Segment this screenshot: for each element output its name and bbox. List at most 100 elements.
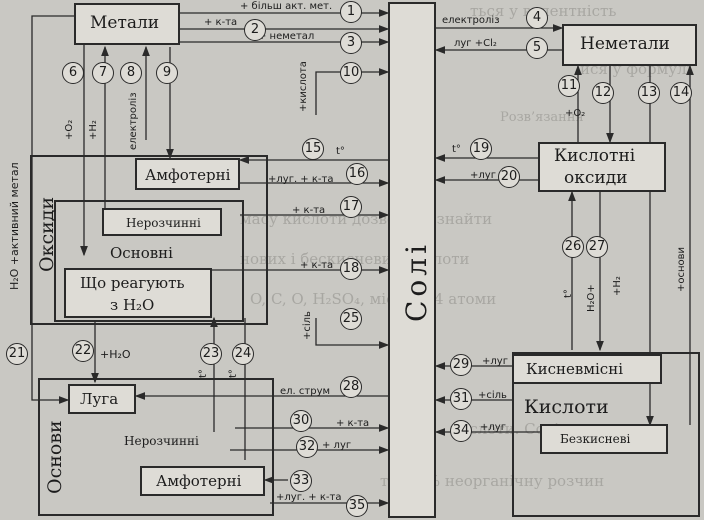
acid-oxides-line1: Кислотні [554, 146, 636, 166]
arrow-label-11: +O₂ [565, 108, 586, 119]
reaction-number-22: 22 [72, 340, 94, 362]
insoluble-oxides-box: Нерозчинні [102, 208, 222, 236]
reaction-number-9: 9 [156, 62, 178, 84]
metals-box: Метали [74, 3, 180, 45]
salts-label: Солі [400, 240, 433, 322]
arrow-label-2: + к-та [204, 17, 238, 28]
background-text: Розв’язання [500, 110, 584, 125]
amphoteric-oxides-label: Амфотерні [145, 166, 231, 184]
arrow-label-17: + к-та [292, 205, 326, 216]
reaction-number-11: 11 [558, 75, 580, 97]
reaction-number-12: 12 [592, 82, 614, 104]
reaction-number-5: 5 [526, 37, 548, 59]
arrow-label-27: H₂O+ [586, 284, 597, 312]
acids-label: Кислоти [524, 396, 609, 418]
insoluble-oxides-label: Нерозчинні [126, 216, 201, 230]
background-text: ти в 3% неорганічну розчин [380, 472, 605, 490]
amphoteric-oxides-box: Амфотерні [135, 158, 240, 190]
reaction-number-33: 33 [290, 470, 312, 492]
acids-frame [512, 352, 700, 517]
arrow-label-35: +луг. + к-та [276, 492, 342, 503]
reaction-number-26: 26 [562, 236, 584, 258]
arrow-label-24: t° [228, 369, 239, 378]
acid-oxides-line2: оксиди [564, 168, 628, 188]
reaction-number-1: 1 [340, 1, 362, 23]
arrow-label-34: +луг [480, 422, 506, 433]
reaction-number-7: 7 [92, 62, 114, 84]
arrow-label-5: луг +Cl₂ [454, 38, 497, 49]
oxides-frame [30, 155, 268, 325]
reaction-number-20: 20 [498, 166, 520, 188]
reaction-number-25: 25 [340, 308, 362, 330]
background-text: кислоти. Солі [450, 420, 559, 438]
arrow-label-32: + луг [322, 440, 352, 451]
reaction-number-23: 23 [200, 343, 222, 365]
nonmetals-label: Неметали [580, 34, 670, 54]
amphoteric-bases-label: Амфотерні [156, 472, 242, 490]
insoluble-bases-label: Нерозчинні [124, 434, 199, 448]
arrow-label-6: +O₂ [64, 119, 75, 140]
alkali-label: Луга [80, 390, 119, 408]
arrow-label-10: +кислота [298, 61, 309, 112]
reaction-number-16: 16 [346, 163, 368, 185]
arrow-label-7: +H₂ [88, 120, 99, 140]
arrow-label-28: ел. струм [280, 386, 331, 397]
oxides-label: Оксиди [36, 196, 58, 272]
reaction-number-30: 30 [290, 410, 312, 432]
alkali-box: Луга [68, 384, 136, 414]
reaction-number-15: 15 [302, 138, 324, 160]
arrow-label-20: +луг [470, 170, 496, 181]
arrow-label-1: + більш акт. мет. [240, 1, 333, 12]
arrow-label-8: електроліз [128, 92, 139, 150]
reaction-number-27: 27 [586, 236, 608, 258]
arrow-label-3: + неметал [258, 31, 315, 42]
nonmetals-box: Неметали [562, 24, 697, 66]
reaction-number-24: 24 [232, 343, 254, 365]
water-reacting-line2: з H₂O [110, 296, 155, 314]
arrow-label-4: електроліз [442, 15, 500, 26]
reaction-number-4: 4 [526, 7, 548, 29]
bases-frame [38, 378, 274, 516]
arrow-label-25: +сіль [302, 311, 313, 340]
oxygen-free-label: Безкисневі [560, 432, 631, 446]
reaction-number-13: 13 [638, 82, 660, 104]
reaction-number-34: 34 [450, 420, 472, 442]
reaction-number-32: 32 [296, 436, 318, 458]
reaction-number-17: 17 [340, 196, 362, 218]
arrow-label-19: t° [452, 144, 461, 155]
reaction-number-29: 29 [450, 354, 472, 376]
reaction-number-21: 21 [6, 343, 28, 365]
acid-oxides-box: Кислотні оксиди [538, 142, 666, 192]
basic-oxides-label: Основні [110, 244, 173, 262]
water-reacting-line1: Що реагують [80, 274, 185, 292]
reaction-number-3: 3 [340, 32, 362, 54]
reaction-number-19: 19 [470, 138, 492, 160]
arrow-label-22: +H₂O [100, 348, 131, 361]
oxyacids-box: Кисневмісні [512, 354, 662, 384]
reaction-number-14: 14 [670, 82, 692, 104]
reaction-number-31: 31 [450, 388, 472, 410]
metals-label: Метали [90, 13, 160, 33]
reaction-number-28: 28 [340, 376, 362, 398]
oxyacids-label: Кисневмісні [526, 360, 623, 378]
arrow-label-23: t° [198, 369, 209, 378]
arrow-label-30: + к-та [336, 418, 370, 429]
reaction-number-18: 18 [340, 258, 362, 280]
salts-box: Солі [388, 2, 436, 518]
reaction-number-2: 2 [244, 19, 266, 41]
water-reacting-box: Що реагують з H₂O [64, 268, 212, 318]
arrow-label-29: +луг [482, 356, 508, 367]
reaction-number-8: 8 [120, 62, 142, 84]
arrow-label-16: +луг. + к-та [268, 174, 334, 185]
reaction-number-10: 10 [340, 62, 362, 84]
amphoteric-bases-box: Амфотерні [140, 466, 265, 496]
arrow-label-21: H₂O +активний метал [8, 162, 21, 290]
oxides-inner-frame [54, 200, 244, 322]
arrow-label-27b: +H₂ [612, 276, 623, 296]
arrow-label-14: +основи [676, 246, 687, 292]
bases-label: Основи [44, 420, 66, 494]
arrow-label-18: + к-та [300, 260, 334, 271]
oxygen-free-box: Безкисневі [540, 424, 668, 454]
reaction-number-6: 6 [62, 62, 84, 84]
reaction-number-35: 35 [346, 495, 368, 517]
